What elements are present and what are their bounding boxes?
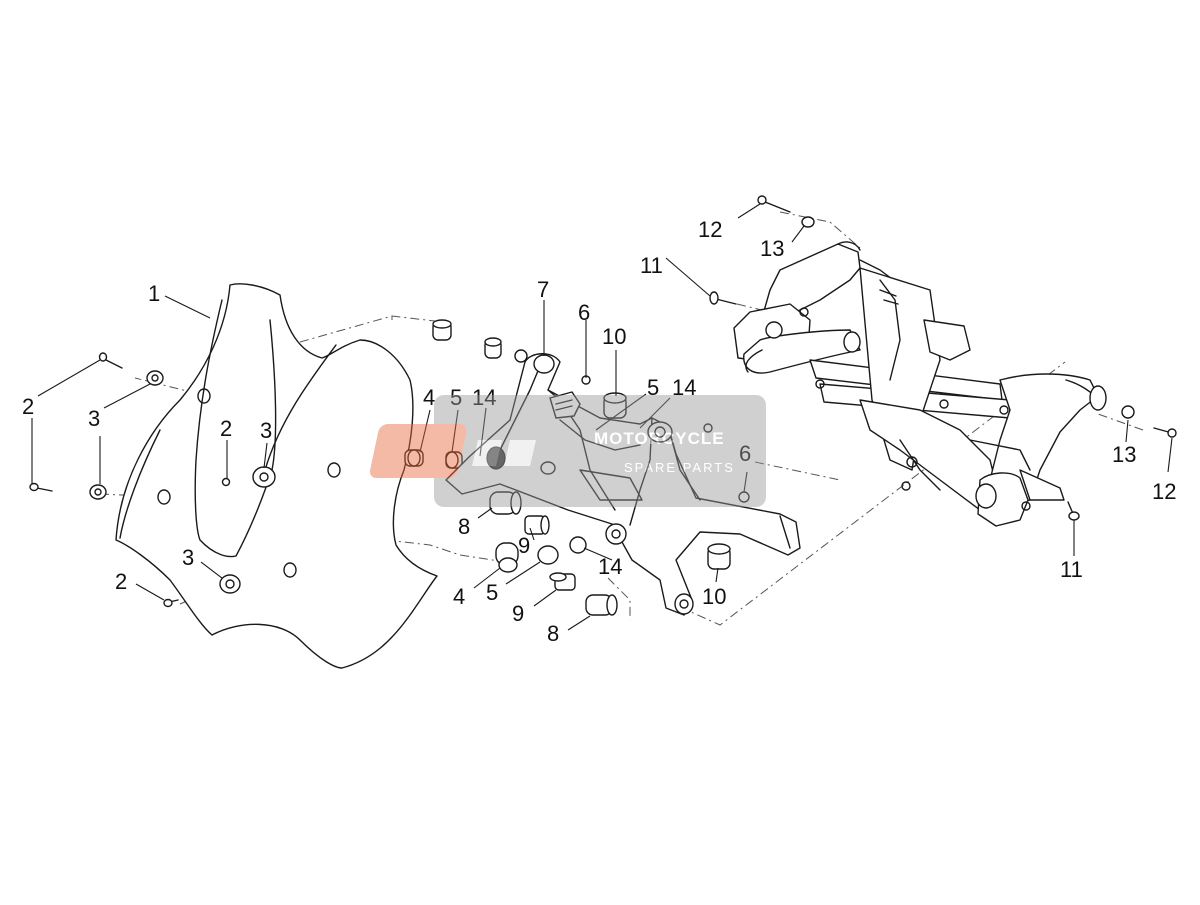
callout-11: 11 xyxy=(1060,557,1083,582)
callout-9: 9 xyxy=(512,601,524,626)
callout-8: 8 xyxy=(458,514,470,539)
callout-13: 13 xyxy=(1112,442,1136,467)
callout-8: 8 xyxy=(547,621,559,646)
callout-5: 5 xyxy=(450,385,462,410)
watermark-logo-badge xyxy=(369,424,536,478)
callout-14: 14 xyxy=(672,375,696,400)
callout-11: 11 xyxy=(640,253,663,278)
callout-3: 3 xyxy=(260,418,272,443)
callout-labels: 1 2 3 2 3 3 2 4 5 14 7 6 10 5 14 6 8 9 4… xyxy=(22,217,1176,646)
watermark-line1: MOTORCYCLE xyxy=(594,429,725,448)
callout-2: 2 xyxy=(22,394,34,419)
callout-12: 12 xyxy=(698,217,722,242)
watermark-panel xyxy=(434,395,766,507)
rubber-blocks xyxy=(489,392,731,616)
callout-13: 13 xyxy=(760,236,784,261)
callout-10: 10 xyxy=(602,324,626,349)
callout-5: 5 xyxy=(647,375,659,400)
callout-3: 3 xyxy=(88,406,100,431)
callout-4: 4 xyxy=(453,584,465,609)
callout-1: 1 xyxy=(148,281,160,306)
frame-fasteners xyxy=(709,195,1177,521)
callout-12: 12 xyxy=(1152,479,1176,504)
frame-structure xyxy=(733,241,1107,527)
callout-2: 2 xyxy=(220,416,232,441)
callout-6: 6 xyxy=(739,441,751,466)
watermark-line2: SPARE PARTS xyxy=(624,460,735,475)
callout-14: 14 xyxy=(472,385,496,410)
callout-2: 2 xyxy=(115,569,127,594)
callout-7: 7 xyxy=(537,277,549,302)
leader-lines xyxy=(31,203,1173,631)
callout-6: 6 xyxy=(578,300,590,325)
windscreen xyxy=(115,283,438,669)
callout-4: 4 xyxy=(423,385,435,410)
callout-9: 9 xyxy=(518,533,530,558)
watermark: MOTORCYCLE SPARE PARTS xyxy=(369,395,766,507)
callout-10: 10 xyxy=(702,584,726,609)
windscreen-screws xyxy=(29,352,276,608)
windscreen-support xyxy=(445,353,801,616)
callout-5: 5 xyxy=(486,580,498,605)
callout-14: 14 xyxy=(598,554,622,579)
callout-3: 3 xyxy=(182,545,194,570)
